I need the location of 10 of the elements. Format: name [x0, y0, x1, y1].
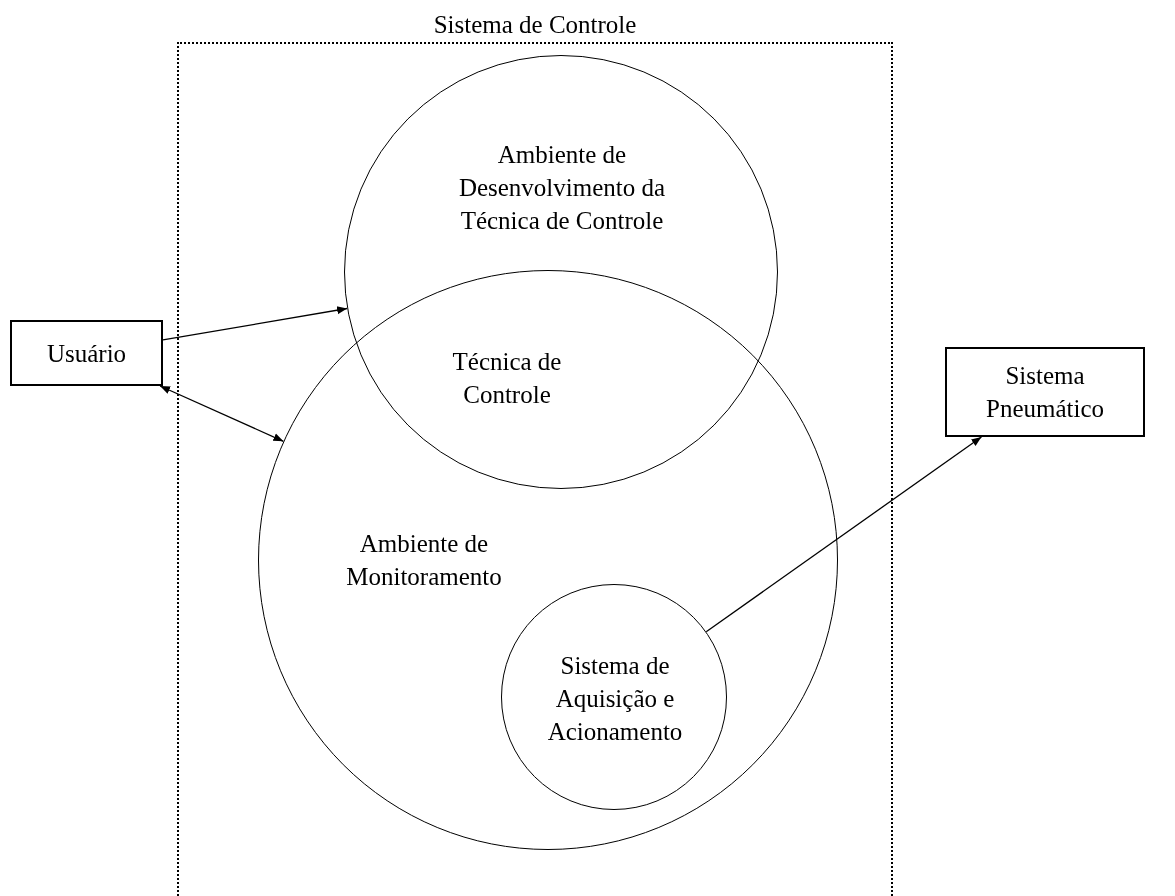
circle-label: Sistema de Aquisição e Acionamento: [546, 651, 684, 747]
circle-label: Ambiente de Desenvolvimento da Técnica de Controle: [457, 140, 667, 236]
process-box: Sistema Pneumático: [945, 347, 1145, 437]
arrow: [159, 385, 285, 442]
arrow: [705, 436, 983, 633]
group-title: Sistema de Controle: [432, 10, 638, 40]
process-box: Usuário: [10, 320, 163, 386]
arrow: [162, 306, 348, 341]
circle-label: Ambiente de Monitoramento: [345, 529, 503, 592]
region-label: Técnica de Controle: [451, 347, 563, 410]
